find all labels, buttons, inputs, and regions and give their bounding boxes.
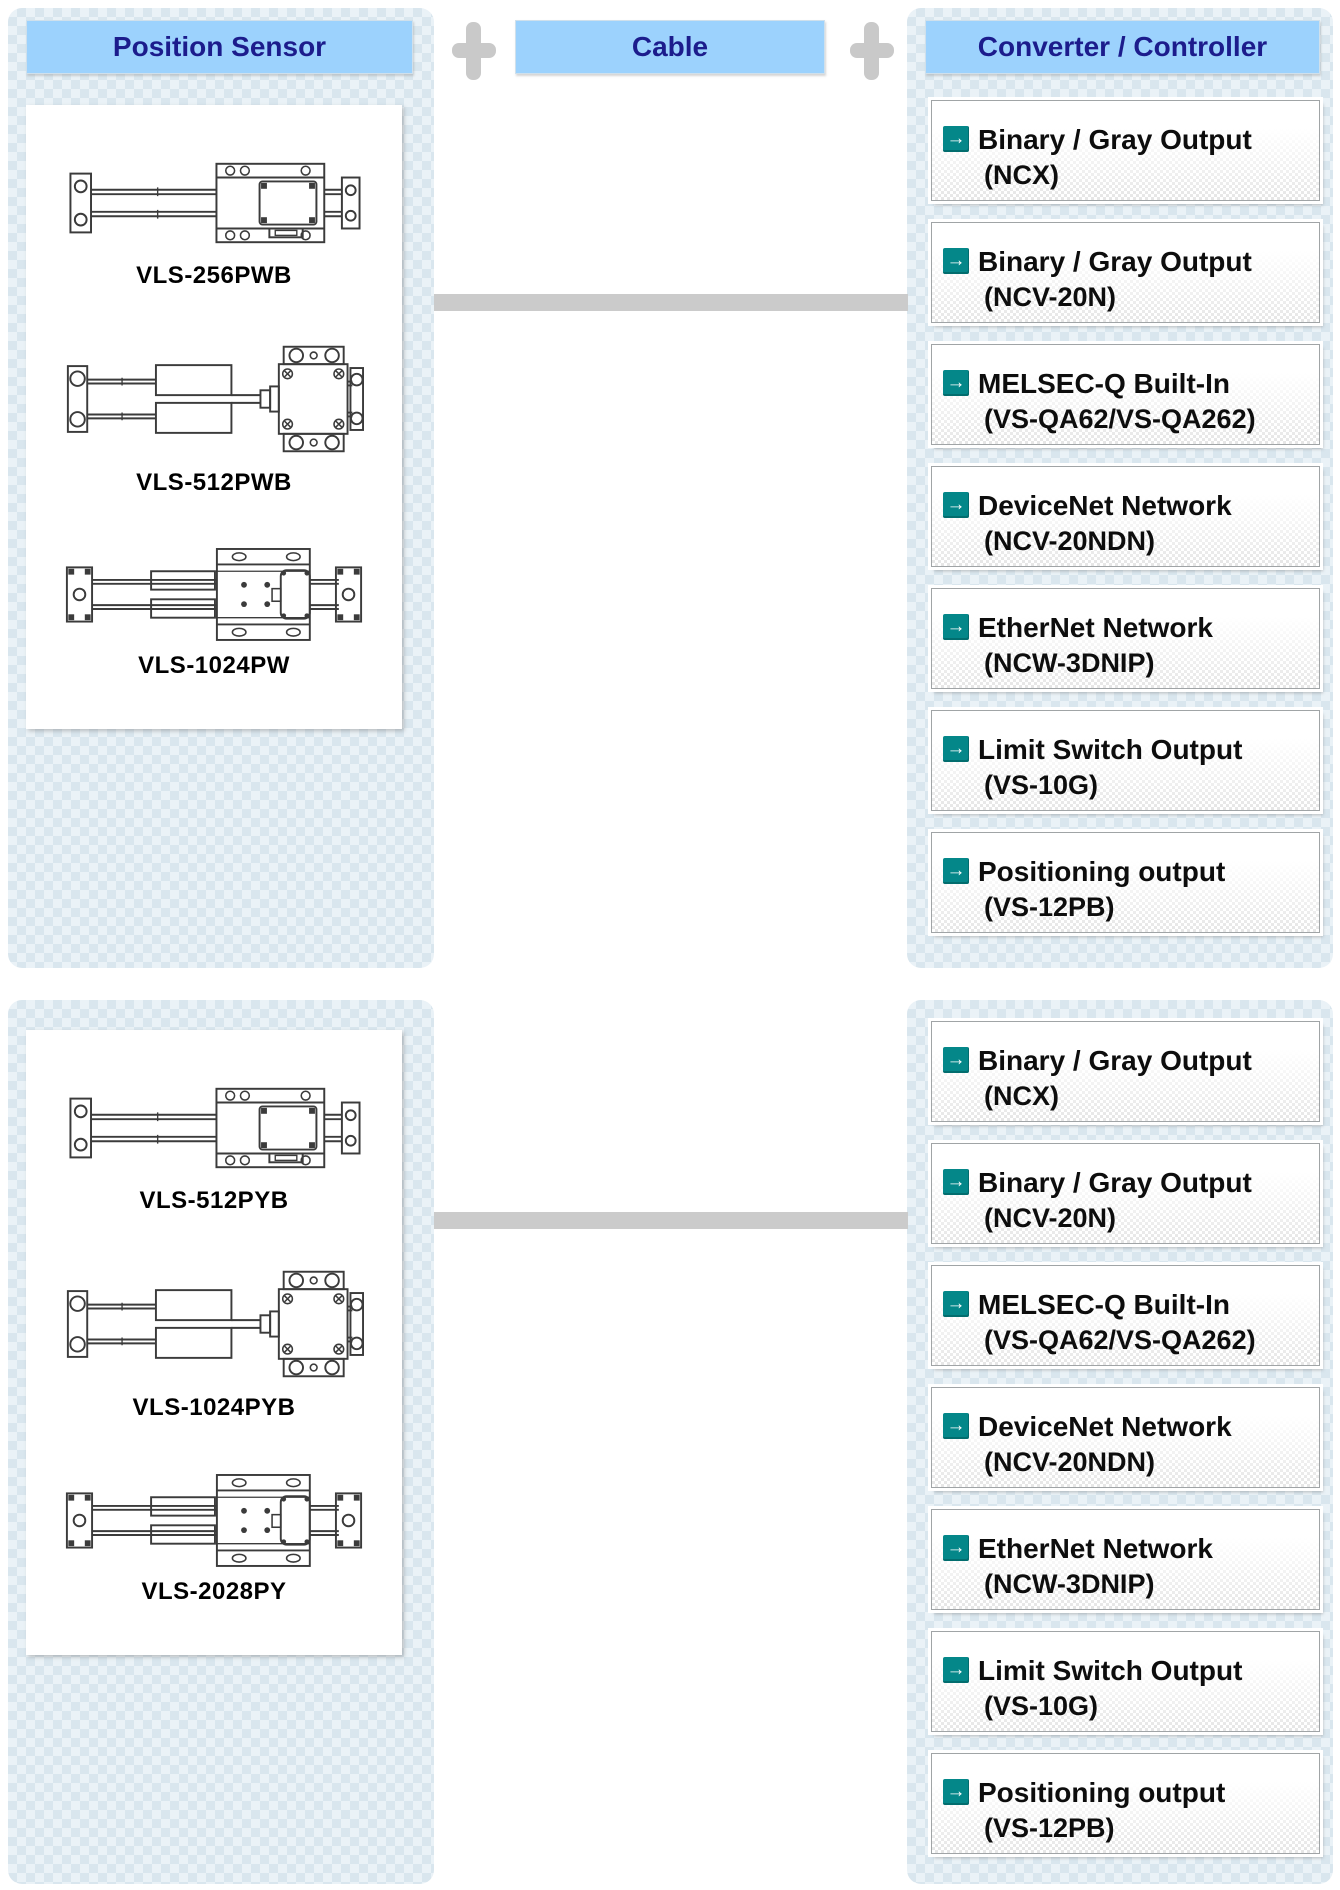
converter-controller-header: Converter / Controller — [925, 20, 1320, 74]
converter-model: (NCV-20NDN) — [984, 1447, 1156, 1477]
converter-model: (VS-10G) — [984, 1691, 1099, 1721]
converter-model: (NCV-20NDN) — [984, 526, 1156, 556]
converter-model: (NCW-3DNIP) — [984, 1569, 1155, 1599]
arrow-icon: → — [943, 1169, 969, 1195]
sensor-model-label: VLS-256PWB — [136, 261, 292, 289]
converter-button-ncv-20n[interactable]: → Binary / Gray Output (NCV-20N) — [931, 1143, 1320, 1244]
converter-title: Limit Switch Output — [978, 734, 1243, 765]
position-sensor-header: Position Sensor — [26, 20, 413, 74]
sensor-model-label: VLS-2028PY — [141, 1578, 287, 1605]
converter-title: EtherNet Network — [978, 1533, 1213, 1564]
arrow-icon: → — [943, 492, 969, 518]
converter-model: (VS-12PB) — [984, 892, 1115, 922]
sensor-model-label: VLS-512PWB — [136, 468, 292, 496]
converter-title: MELSEC-Q Built-In — [978, 368, 1230, 399]
arrow-icon: → — [943, 126, 969, 152]
converter-button-ncx[interactable]: → Binary / Gray Output (NCX) — [931, 100, 1320, 201]
converter-title: DeviceNet Network — [978, 490, 1232, 521]
converter-model: (NCX) — [984, 160, 1059, 190]
converter-button-ncv-20n[interactable]: → Binary / Gray Output (NCV-20N) — [931, 222, 1320, 323]
slider-actuator-drawing — [67, 154, 362, 252]
plus-icon — [452, 22, 496, 80]
converter-title: Limit Switch Output — [978, 1655, 1243, 1686]
converter-model: (VS-QA62/VS-QA262) — [984, 1325, 1256, 1355]
sensor-figure-vls-512pwb: VLS-512PWB — [64, 339, 364, 497]
converter-model: (NCV-20N) — [984, 1203, 1117, 1233]
converter-button-vs-12pb[interactable]: → Positioning output (VS-12PB) — [931, 832, 1320, 933]
converter-title: Binary / Gray Output — [978, 1167, 1252, 1198]
low-profile-actuator-drawing — [64, 1471, 364, 1568]
rod-cylinder-drawing — [64, 1264, 364, 1384]
slider-actuator-drawing — [67, 1079, 362, 1177]
converter-list-2: → Binary / Gray Output (NCX) → Binary / Gr… — [931, 1021, 1320, 1854]
arrow-icon: → — [943, 858, 969, 884]
cable-bar — [434, 294, 908, 311]
sensor-figure-vls-1024pw: VLS-1024PW — [64, 545, 364, 680]
plus-icon — [850, 22, 894, 80]
converter-title: Binary / Gray Output — [978, 124, 1252, 155]
converter-title: DeviceNet Network — [978, 1411, 1232, 1442]
converter-model: (VS-QA62/VS-QA262) — [984, 404, 1256, 434]
cable-header: Cable — [515, 20, 825, 74]
arrow-icon: → — [943, 1291, 969, 1317]
converter-title: MELSEC-Q Built-In — [978, 1289, 1230, 1320]
arrow-icon: → — [943, 1413, 969, 1439]
converter-title: Binary / Gray Output — [978, 1045, 1252, 1076]
sensor-figure-vls-1024pyb: VLS-1024PYB — [64, 1264, 364, 1422]
converter-button-vs-10g[interactable]: → Limit Switch Output (VS-10G) — [931, 1631, 1320, 1732]
sensor-model-label: VLS-512PYB — [139, 1187, 289, 1214]
arrow-icon: → — [943, 614, 969, 640]
converter-button-ncw-3dnip[interactable]: → EtherNet Network (NCW-3DNIP) — [931, 588, 1320, 689]
sensor-panel-1: VLS-256PWB VLS-512PWB VLS-1024PW — [26, 105, 402, 729]
arrow-icon: → — [943, 1535, 969, 1561]
sensor-figure-vls-512pyb: VLS-512PYB — [67, 1079, 362, 1215]
converter-button-vs-10g[interactable]: → Limit Switch Output (VS-10G) — [931, 710, 1320, 811]
sensor-panel-2: VLS-512PYB VLS-1024PYB VLS-2028PY — [26, 1030, 402, 1655]
converter-button-vs-qa62[interactable]: → MELSEC-Q Built-In (VS-QA62/VS-QA262) — [931, 1265, 1320, 1366]
converter-button-vs-qa62[interactable]: → MELSEC-Q Built-In (VS-QA62/VS-QA262) — [931, 344, 1320, 445]
low-profile-actuator-drawing — [64, 545, 364, 642]
converter-button-ncx[interactable]: → Binary / Gray Output (NCX) — [931, 1021, 1320, 1122]
cable-bar — [434, 1212, 908, 1229]
converter-button-ncv-20ndn[interactable]: → DeviceNet Network (NCV-20NDN) — [931, 466, 1320, 567]
arrow-icon: → — [943, 736, 969, 762]
converter-title: EtherNet Network — [978, 612, 1213, 643]
arrow-icon: → — [943, 370, 969, 396]
sensor-model-label: VLS-1024PW — [138, 652, 290, 680]
converter-button-vs-12pb[interactable]: → Positioning output (VS-12PB) — [931, 1753, 1320, 1854]
converter-model: (NCW-3DNIP) — [984, 648, 1155, 678]
rod-cylinder-drawing — [64, 339, 364, 459]
arrow-icon: → — [943, 1779, 969, 1805]
converter-model: (NCV-20N) — [984, 282, 1117, 312]
converter-title: Positioning output — [978, 856, 1226, 887]
converter-model: (NCX) — [984, 1081, 1059, 1111]
sensor-figure-vls-256pwb: VLS-256PWB — [67, 154, 362, 290]
sensor-figure-vls-2028py: VLS-2028PY — [64, 1471, 364, 1606]
converter-model: (VS-12PB) — [984, 1813, 1115, 1843]
arrow-icon: → — [943, 1657, 969, 1683]
converter-list-1: → Binary / Gray Output (NCX) → Binary / Gr… — [931, 100, 1320, 933]
sensor-model-label: VLS-1024PYB — [132, 1394, 296, 1421]
converter-button-ncw-3dnip[interactable]: → EtherNet Network (NCW-3DNIP) — [931, 1509, 1320, 1610]
arrow-icon: → — [943, 1047, 969, 1073]
converter-title: Binary / Gray Output — [978, 246, 1252, 277]
converter-title: Positioning output — [978, 1777, 1226, 1808]
converter-model: (VS-10G) — [984, 770, 1099, 800]
arrow-icon: → — [943, 248, 969, 274]
converter-button-ncv-20ndn[interactable]: → DeviceNet Network (NCV-20NDN) — [931, 1387, 1320, 1488]
